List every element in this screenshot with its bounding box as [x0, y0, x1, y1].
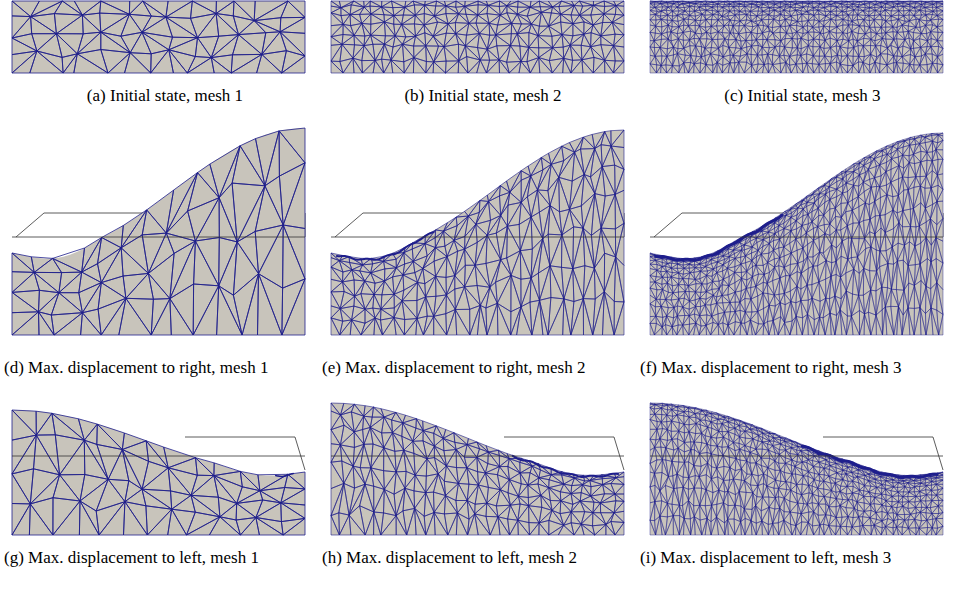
mesh-body [650, 1, 943, 73]
subfigure-caption: (b) Initial state, mesh 2 [343, 83, 623, 109]
initial-outline [654, 213, 682, 237]
thin-element-layer [802, 446, 937, 477]
mesh-body [331, 130, 624, 335]
mesh-body [12, 410, 305, 535]
initial-outline [504, 437, 614, 438]
mesh-lines [650, 403, 943, 535]
initial-outline [16, 213, 44, 237]
subfigure-caption: (e) Max. displacement to right, mesh 2 [322, 355, 624, 381]
mesh-lines [331, 403, 624, 535]
subfigure-caption: (g) Max. displacement to left, mesh 1 [4, 545, 306, 571]
mesh-lines [12, 410, 305, 535]
subfigure-caption: (c) Initial state, mesh 3 [660, 83, 945, 109]
initial-outline [335, 213, 363, 237]
mesh-body [331, 403, 624, 535]
mesh-lines [331, 1, 624, 73]
initial-outline [331, 237, 624, 238]
initial-outline [933, 437, 943, 470]
mesh-body [12, 128, 305, 335]
mesh-lines [12, 1, 305, 73]
mesh-body [650, 133, 943, 335]
initial-outline [331, 456, 624, 457]
subfigure-caption: (i) Max. displacement to left, mesh 3 [640, 545, 942, 571]
subfigure-caption: (f) Max. displacement to right, mesh 3 [640, 355, 942, 381]
subfigure-caption: (d) Max. displacement to right, mesh 1 [4, 355, 306, 381]
initial-outline [650, 456, 943, 457]
thin-element-layer [513, 456, 618, 477]
mesh-lines [331, 130, 624, 335]
thin-element-layer [276, 474, 294, 477]
initial-outline [12, 456, 305, 457]
mesh-body [12, 1, 305, 73]
subfigure-caption: (a) Initial state, mesh 1 [25, 83, 305, 109]
thin-element-layer [337, 232, 434, 260]
mesh-body [331, 1, 624, 73]
initial-outline [12, 237, 305, 238]
thin-element-layer [656, 215, 782, 260]
initial-outline [185, 437, 295, 438]
mesh-lines [650, 1, 943, 73]
initial-outline [295, 437, 305, 470]
initial-outline [614, 437, 624, 470]
subfigure-caption: (h) Max. displacement to left, mesh 2 [322, 545, 624, 571]
mesh-lines [12, 128, 305, 335]
initial-outline [823, 437, 933, 438]
initial-outline [650, 237, 943, 238]
mesh-body [650, 403, 943, 535]
mesh-lines [650, 133, 943, 335]
